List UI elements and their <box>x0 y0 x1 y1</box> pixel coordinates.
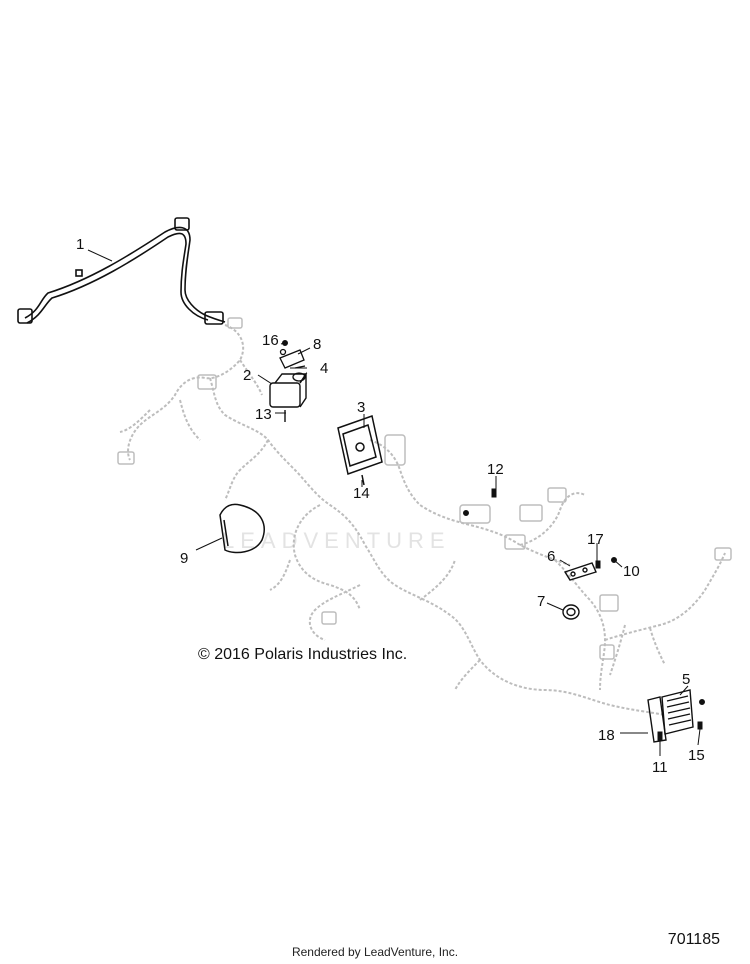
part-3-ecu <box>337 415 383 486</box>
callout-3: 3 <box>357 399 365 416</box>
copyright-notice: © 2016 Polaris Industries Inc. <box>198 646 408 663</box>
callout-6: 6 <box>547 548 555 565</box>
part-5-voltage-regulator <box>661 689 694 735</box>
callout-labels: 1 2 3 4 5 6 7 8 9 10 11 12 13 14 15 16 1… <box>76 236 705 776</box>
callout-8: 8 <box>313 336 321 353</box>
callout-7: 7 <box>537 593 545 610</box>
footer-credit: Rendered by LeadVenture, Inc. <box>291 945 459 959</box>
fasteners <box>282 340 705 741</box>
ghost-connectors <box>117 317 732 660</box>
leader-lines <box>87 249 701 756</box>
callout-15: 15 <box>688 747 705 764</box>
callout-5: 5 <box>682 671 690 688</box>
part-8-bracket <box>279 348 306 382</box>
part-18-mount-bracket <box>647 696 667 743</box>
callout-4: 4 <box>320 360 328 377</box>
part-6-bracket <box>563 562 597 581</box>
callout-12: 12 <box>487 461 504 478</box>
callout-13: 13 <box>255 406 272 423</box>
callout-16: 16 <box>262 332 279 349</box>
callout-9: 9 <box>180 550 188 567</box>
callout-10: 10 <box>623 563 640 580</box>
drawing-number: 701185 <box>667 931 720 948</box>
callout-14: 14 <box>353 485 370 502</box>
callout-11: 11 <box>652 759 668 776</box>
part-1-sub-harness <box>17 217 226 325</box>
part-7-grommet <box>562 604 580 620</box>
callout-1: 1 <box>76 236 84 253</box>
callout-18: 18 <box>598 727 615 744</box>
part-9-cable-tie <box>219 503 265 554</box>
callout-2: 2 <box>243 367 251 384</box>
watermark: LEADVENTURE <box>222 528 451 553</box>
main-harness-ghost <box>119 324 726 716</box>
callout-17: 17 <box>587 531 604 548</box>
